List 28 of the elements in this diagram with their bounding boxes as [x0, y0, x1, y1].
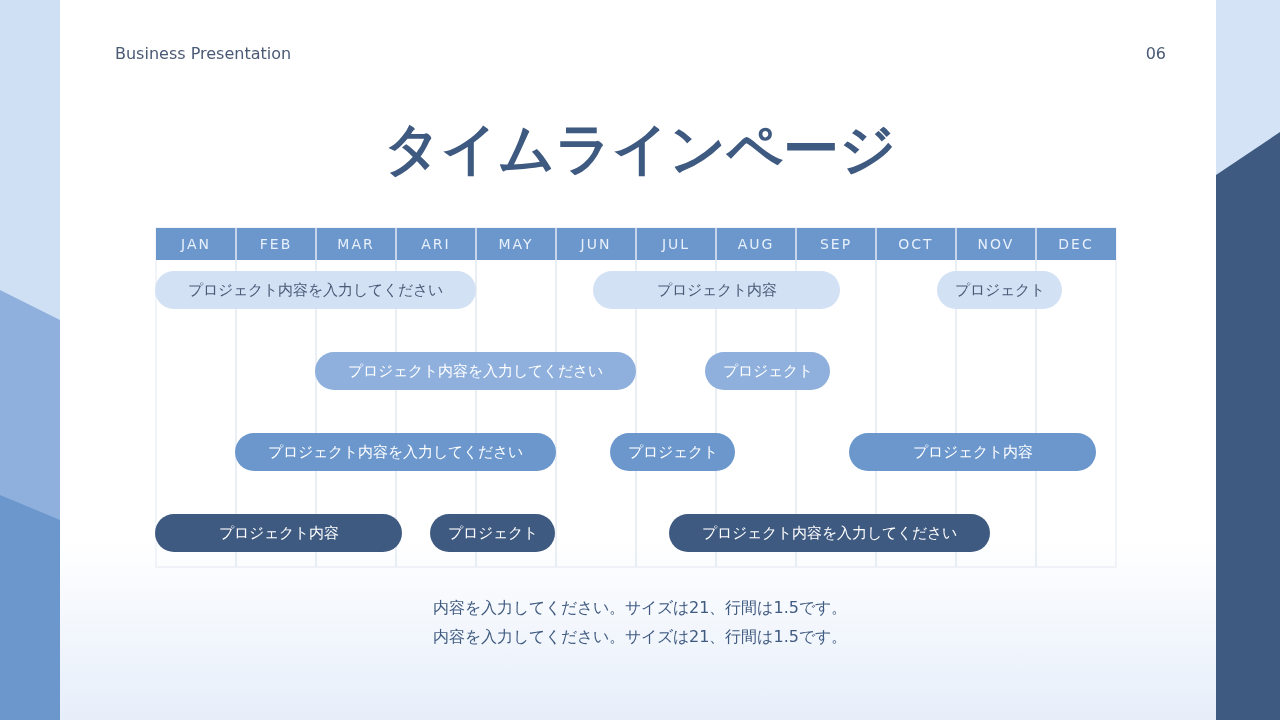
month-label: MAR — [336, 235, 376, 254]
timeline-bar: プロジェクト — [937, 271, 1062, 309]
header-text: Business Presentation — [115, 44, 292, 63]
timeline-bar: プロジェクト内容を入力してください — [315, 352, 636, 390]
timeline-bar: プロジェクト — [705, 352, 830, 390]
month-label: SEP — [818, 235, 854, 254]
month-label: JAN — [179, 235, 212, 254]
title: タイムラインページ — [383, 115, 897, 183]
month-label: OCT — [897, 235, 935, 254]
note-text: 内容を入力してください。サイズは21、行間は1.5です。 — [432, 598, 848, 619]
note-text: 内容を入力してください。サイズは21、行間は1.5です。 — [432, 627, 848, 648]
month-label: MAY — [497, 235, 535, 254]
month-label: JUL — [660, 235, 692, 254]
timeline-bar: プロジェクト内容を入力してください — [235, 433, 556, 471]
timeline-bar: プロジェクト内容 — [593, 271, 840, 309]
timeline-bar: プロジェクト内容を入力してください — [155, 271, 476, 309]
timeline-bar: プロジェクト — [610, 433, 735, 471]
month-label: AUG — [736, 235, 776, 254]
month-label: FEB — [258, 235, 294, 254]
timeline-bar: プロジェクト — [430, 514, 555, 552]
timeline-bar: プロジェクト内容 — [849, 433, 1096, 471]
timeline-bar: プロジェクト内容 — [155, 514, 402, 552]
timeline-bar: プロジェクト内容を入力してください — [669, 514, 990, 552]
month-label: DEC — [1057, 235, 1095, 254]
month-label: NOV — [976, 235, 1016, 254]
month-label: JUN — [578, 235, 613, 254]
month-label: ARI — [420, 235, 452, 254]
page-number: 06 — [1145, 44, 1166, 63]
